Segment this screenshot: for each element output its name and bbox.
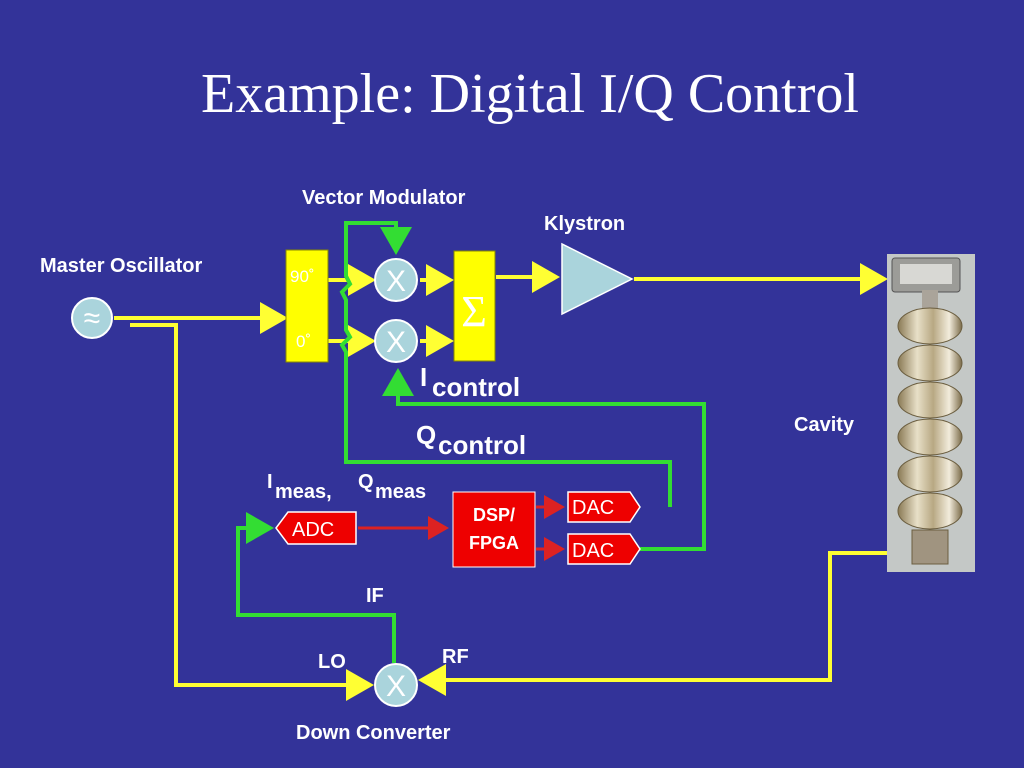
dac-1-label: DAC [572, 497, 614, 519]
slide-title: Example: Digital I/Q Control [201, 63, 859, 125]
phase-90-label: 90˚ [290, 267, 315, 286]
q-control-line [339, 221, 672, 507]
mixer-i: X [374, 258, 418, 302]
rf-label: RF [442, 646, 469, 668]
osc-to-lo-line [130, 323, 374, 701]
sum-symbol: Σ [461, 287, 487, 336]
cavity-image [887, 254, 975, 572]
down-converter-symbol: X [386, 670, 406, 703]
dac-block-2: DAC [567, 533, 641, 565]
if-label: IF [366, 585, 384, 607]
klystron-amplifier [561, 242, 634, 316]
down-converter-label: Down Converter [296, 722, 451, 744]
summer: Σ [453, 250, 496, 362]
master-oscillator-label: Master Oscillator [40, 255, 203, 277]
klystron-label: Klystron [544, 213, 625, 235]
dsp-label-line2: FPGA [469, 533, 519, 553]
lo-label: LO [318, 651, 346, 673]
q-control-label: Qcontrol [416, 420, 526, 460]
master-oscillator: ≈ [71, 297, 113, 339]
mixer-i-symbol: X [386, 265, 406, 298]
adc-label: ADC [292, 519, 334, 541]
cavity-label: Cavity [794, 414, 855, 436]
quadrature-splitter: 90˚ 0˚ [285, 249, 329, 363]
adc-block: ADC [275, 511, 357, 545]
if-to-adc-line [236, 512, 396, 663]
oscillator-symbol: ≈ [84, 302, 100, 335]
mixer-q: X [374, 319, 418, 363]
i-control-line [382, 368, 706, 551]
phase-0-label: 0˚ [296, 332, 311, 351]
dac-block-1: DAC [567, 491, 641, 523]
vector-modulator-label: Vector Modulator [302, 187, 466, 209]
mixer-q-symbol: X [386, 326, 406, 359]
dsp-fpga-block: DSP/ FPGA [452, 491, 536, 568]
dsp-label-line1: DSP/ [473, 505, 515, 525]
dac-2-label: DAC [572, 540, 614, 562]
cavity-to-rf-line [418, 551, 898, 696]
down-converter-mixer: X [374, 663, 418, 707]
